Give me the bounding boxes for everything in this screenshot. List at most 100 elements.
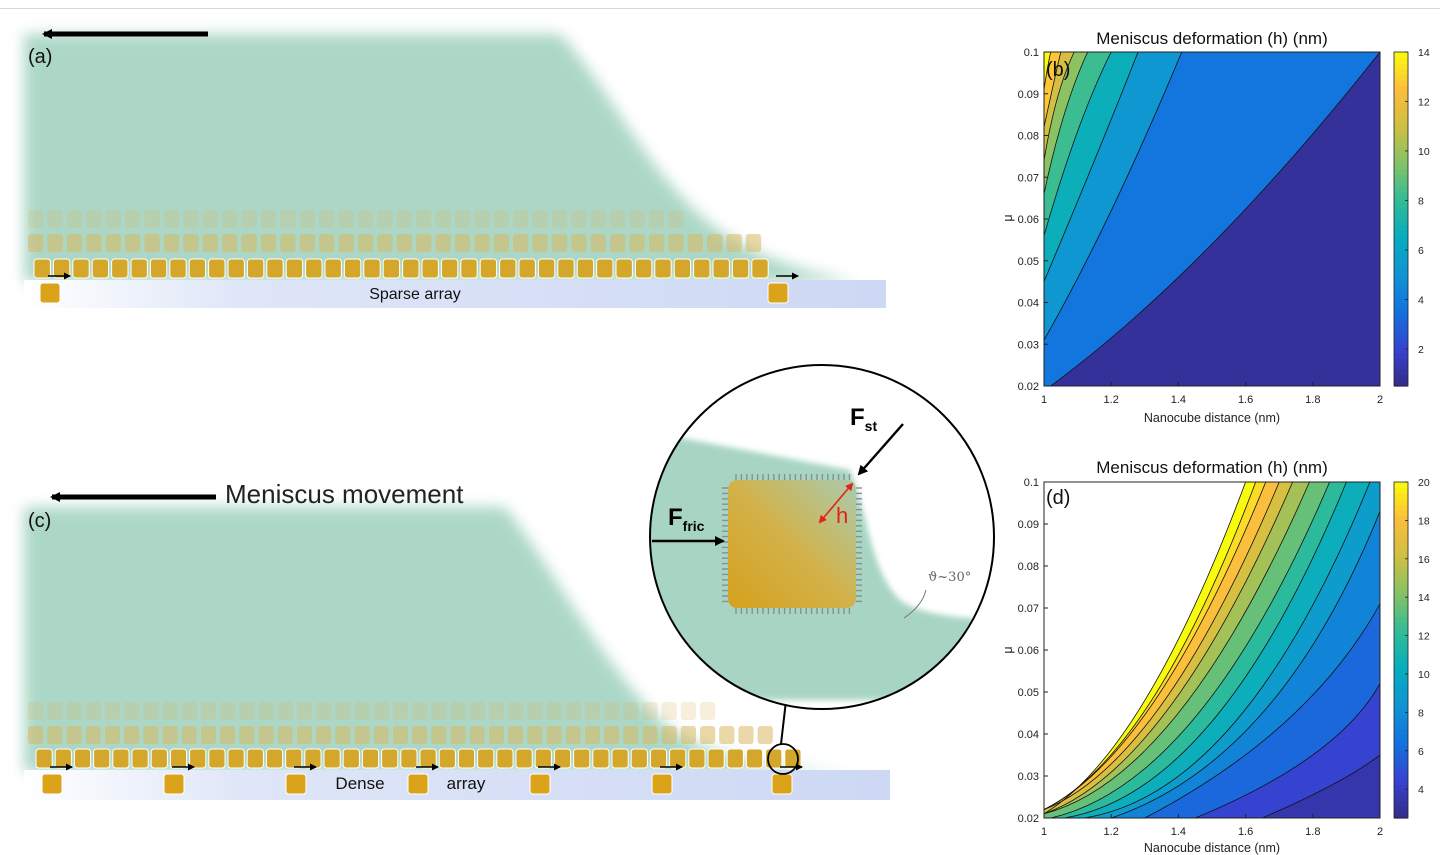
nanocube-faded [357, 210, 374, 228]
colorbar-segment [1394, 207, 1408, 215]
nanocube [91, 258, 110, 279]
nanocube [323, 748, 341, 769]
contour-line [1044, 52, 1052, 90]
x-tick-label: 1.6 [1238, 826, 1253, 838]
nanocube [611, 748, 629, 769]
nanocube-faded [335, 726, 351, 744]
colorbar-segment [1394, 324, 1408, 331]
contact-angle-arc [903, 589, 927, 619]
y-tick-label: 0.1 [1024, 477, 1039, 489]
colorbar-segment [1394, 784, 1408, 791]
nanocube [573, 748, 591, 769]
colorbar-segment [1394, 801, 1408, 808]
nanocube-faded [488, 726, 504, 744]
nanocube-faded [396, 210, 412, 228]
colorbar-segment [1394, 622, 1408, 629]
colorbar-segment [1394, 118, 1408, 125]
colorbar-segment [1394, 689, 1408, 696]
nanocube-faded [571, 234, 587, 252]
colorbar-segment [1394, 678, 1408, 685]
colorbar-segment [1394, 610, 1408, 617]
nanocube-faded [527, 702, 543, 720]
h-label: h [836, 503, 848, 528]
panel-label-d: (d) [1046, 487, 1070, 509]
y-tick-label: 0.02 [1018, 381, 1039, 393]
nanocube-faded [316, 702, 332, 720]
x-tick-label: 1.2 [1104, 394, 1119, 406]
nanocube-faded [700, 702, 716, 720]
colorbar-segment [1394, 146, 1408, 153]
colorbar-frame [1393, 51, 1409, 387]
colorbar-segment [1394, 246, 1408, 253]
colorbar-segment [1394, 700, 1408, 707]
nanocube-faded [28, 726, 44, 744]
nanocube-faded [726, 234, 742, 252]
nanocube [227, 748, 245, 769]
colorbar-segment [1394, 52, 1408, 59]
nanocube-faded [435, 234, 451, 252]
colorbar-segment [1394, 616, 1408, 623]
colorbar-segment [1394, 756, 1408, 763]
contour-line [1111, 511, 1380, 818]
nanocube [402, 258, 420, 279]
nanocube [438, 748, 456, 769]
nanocube-faded [474, 210, 490, 228]
nanocube-faded [124, 702, 140, 720]
nanocube [576, 258, 595, 279]
x-tick-label: 1.2 [1104, 826, 1119, 838]
y-tick-label: 0.08 [1018, 131, 1039, 143]
colorbar-tick-label: 8 [1418, 707, 1424, 719]
x-tick-label: 1 [1041, 826, 1047, 838]
nanocube-faded [28, 702, 44, 720]
colorbar-tick-label: 20 [1418, 477, 1430, 489]
colorbar-segment [1394, 129, 1408, 137]
meniscus-a [24, 34, 860, 282]
nanocube-faded [469, 702, 485, 720]
nanocube-faded [623, 702, 639, 720]
nanocube [189, 748, 207, 769]
nanocube-faded [104, 702, 120, 720]
y-tick-label: 0.04 [1018, 298, 1039, 310]
x-tick-label: 2 [1377, 826, 1383, 838]
nanocube [363, 258, 381, 279]
colorbar-segment [1394, 711, 1408, 718]
nanocube-faded [163, 234, 180, 252]
nanocube-faded [162, 726, 178, 744]
f-fric-label: Ffric [668, 504, 705, 534]
nanocube [726, 748, 744, 769]
y-tick-label: 0.06 [1018, 645, 1039, 657]
colorbar-segment [1394, 96, 1408, 103]
nanocube [150, 748, 168, 769]
nanocube-faded [183, 234, 199, 252]
nanocube-faded [450, 702, 466, 720]
nanocube [73, 748, 92, 769]
nanocube [188, 258, 207, 279]
nanocube [285, 748, 303, 769]
colorbar-segment [1394, 745, 1408, 752]
contact-angle-label: ϑ~30° [928, 570, 971, 585]
colorbar-tick-label: 4 [1418, 784, 1424, 796]
nanocube [208, 748, 226, 769]
nanocube-faded [416, 234, 432, 252]
nanocube-faded [47, 210, 63, 228]
colorbar-segment [1394, 257, 1408, 265]
mobile-nanocube [407, 773, 429, 795]
nanocube [592, 748, 610, 769]
nanocube [304, 748, 322, 769]
xlabel-d: Nanocube distance (nm) [1144, 841, 1280, 855]
colorbar-segment [1394, 274, 1408, 281]
inset-nanocube [722, 474, 862, 614]
nanocube-faded [241, 210, 257, 228]
nanocube [499, 258, 517, 279]
nanocube-faded [757, 726, 773, 744]
nanocube-faded [258, 702, 274, 720]
mobile-nanocube [163, 773, 185, 795]
nanocube-faded [338, 234, 354, 252]
nanocube-faded [86, 210, 102, 228]
h-arrow [818, 482, 854, 524]
colorbar-segment [1394, 79, 1408, 86]
substrate-label-dense: Dense [335, 774, 384, 793]
y-tick-label: 0.07 [1018, 603, 1039, 615]
nanocube [688, 748, 706, 769]
nanocube-faded [104, 726, 120, 744]
